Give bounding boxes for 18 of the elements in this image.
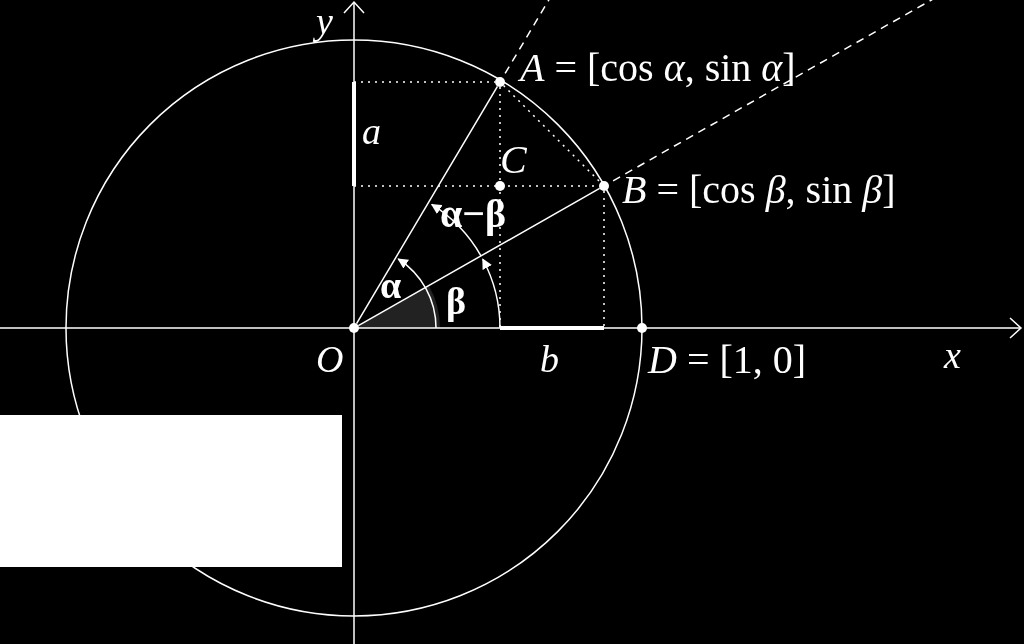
point-label: C xyxy=(500,140,527,180)
point-label: A = [cos α, sin α] xyxy=(520,48,796,88)
angle-label: α xyxy=(380,266,402,304)
axis-label: x xyxy=(944,336,961,374)
point-label: D = [1, 0] xyxy=(648,340,807,380)
axis-label: b xyxy=(540,340,559,378)
point-dot xyxy=(599,181,609,191)
angle-label: β xyxy=(446,282,467,320)
line-segment xyxy=(502,84,602,184)
axis-label: a xyxy=(362,112,381,150)
point-label: O xyxy=(316,340,344,378)
point-label: B = [cos β, sin β] xyxy=(622,170,896,210)
point-dot xyxy=(495,77,505,87)
point-dot xyxy=(495,181,505,191)
point-dot xyxy=(349,323,359,333)
point-dot xyxy=(637,323,647,333)
line-segment xyxy=(355,85,499,325)
line-segment xyxy=(357,187,601,327)
